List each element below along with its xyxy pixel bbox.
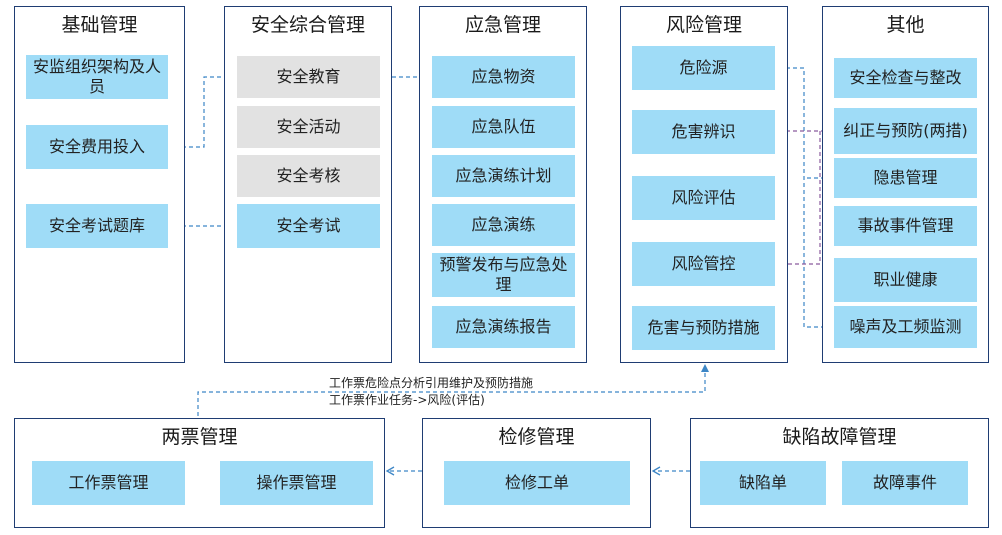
box-noise-monitoring[interactable]: 噪声及工频监测 (834, 306, 977, 348)
box-hazard-source[interactable]: 危险源 (632, 46, 775, 90)
box-defect-sheet[interactable]: 缺陷单 (700, 461, 826, 505)
box-emergency-team[interactable]: 应急队伍 (432, 106, 575, 148)
box-drill-report[interactable]: 应急演练报告 (432, 306, 575, 348)
connector-tickets-to-risk (197, 364, 709, 416)
box-prevention-measures[interactable]: 危害与预防措施 (632, 306, 775, 350)
box-correction-prevention[interactable]: 纠正与预防(两措) (834, 108, 977, 154)
box-operation-ticket[interactable]: 操作票管理 (220, 461, 373, 505)
panel-title-basic: 基础管理 (61, 14, 138, 36)
box-drill-plan[interactable]: 应急演练计划 (432, 155, 575, 197)
box-org-structure[interactable]: 安监组织架构及人员 (26, 55, 168, 99)
box-exam-bank[interactable]: 安全考试题库 (26, 204, 168, 248)
note-ticket-risk: 工作票作业任务->风险(评估) (329, 393, 485, 407)
panel-title-other: 其他 (886, 14, 925, 36)
box-hazard-identify[interactable]: 危害辨识 (632, 110, 775, 154)
box-safety-education[interactable]: 安全教育 (237, 56, 380, 98)
box-risk-control[interactable]: 风险管控 (632, 242, 775, 286)
box-warning-response[interactable]: 预警发布与应急处理 (432, 253, 575, 297)
box-safety-activity[interactable]: 安全活动 (237, 106, 380, 148)
box-safety-assessment[interactable]: 安全考核 (237, 155, 380, 197)
box-occupational-health[interactable]: 职业健康 (834, 258, 977, 302)
box-inspection[interactable]: 安全检查与整改 (834, 58, 977, 98)
box-work-ticket[interactable]: 工作票管理 (32, 461, 185, 505)
panel-title-repair: 检修管理 (498, 426, 575, 448)
box-emergency-supplies[interactable]: 应急物资 (432, 56, 575, 98)
box-cost-input[interactable]: 安全费用投入 (26, 125, 168, 169)
box-hidden-danger[interactable]: 隐患管理 (834, 158, 977, 198)
box-safety-exam[interactable]: 安全考试 (237, 204, 380, 248)
box-accident[interactable]: 事故事件管理 (834, 206, 977, 246)
panel-title-safety: 安全综合管理 (250, 14, 365, 36)
box-drill[interactable]: 应急演练 (432, 204, 575, 246)
box-fault-event[interactable]: 故障事件 (842, 461, 968, 505)
panel-title-emergency: 应急管理 (464, 14, 541, 36)
panel-title-tickets: 两票管理 (161, 426, 238, 448)
panel-title-defect: 缺陷故障管理 (782, 426, 897, 448)
note-ticket-hazard: 工作票危险点分析引用维护及预防措施 (329, 376, 534, 390)
panel-title-risk: 风险管理 (665, 14, 742, 36)
box-repair-order[interactable]: 检修工单 (444, 461, 630, 505)
box-risk-assess[interactable]: 风险评估 (632, 176, 775, 220)
